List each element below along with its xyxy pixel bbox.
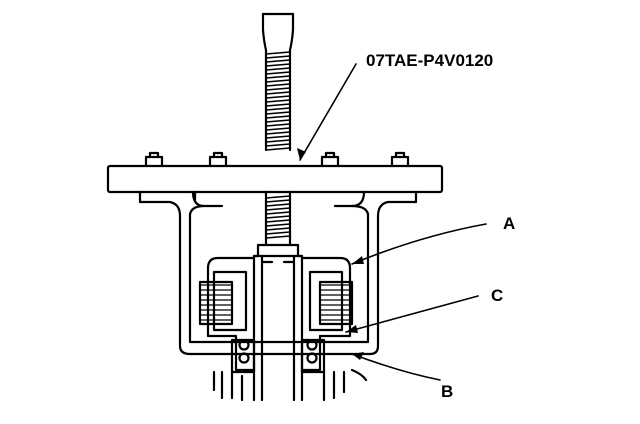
arrowhead-c	[346, 325, 358, 333]
arrowhead-a	[352, 256, 364, 264]
callout-b: B	[441, 382, 454, 401]
left-bearing-assembly	[198, 256, 256, 402]
arrowhead-b	[352, 352, 364, 360]
spindle-hub	[252, 243, 304, 402]
right-bearing-assembly	[300, 256, 368, 402]
arrowhead-tool	[297, 148, 306, 160]
callout-a: A	[503, 214, 516, 233]
callout-c: C	[491, 286, 504, 305]
tool-plate	[106, 151, 444, 194]
leader-lines	[299, 63, 487, 381]
tool-cup	[138, 190, 418, 356]
tool-number-label: 07TAE-P4V0120	[366, 51, 494, 70]
threaded-rod	[261, 12, 295, 247]
